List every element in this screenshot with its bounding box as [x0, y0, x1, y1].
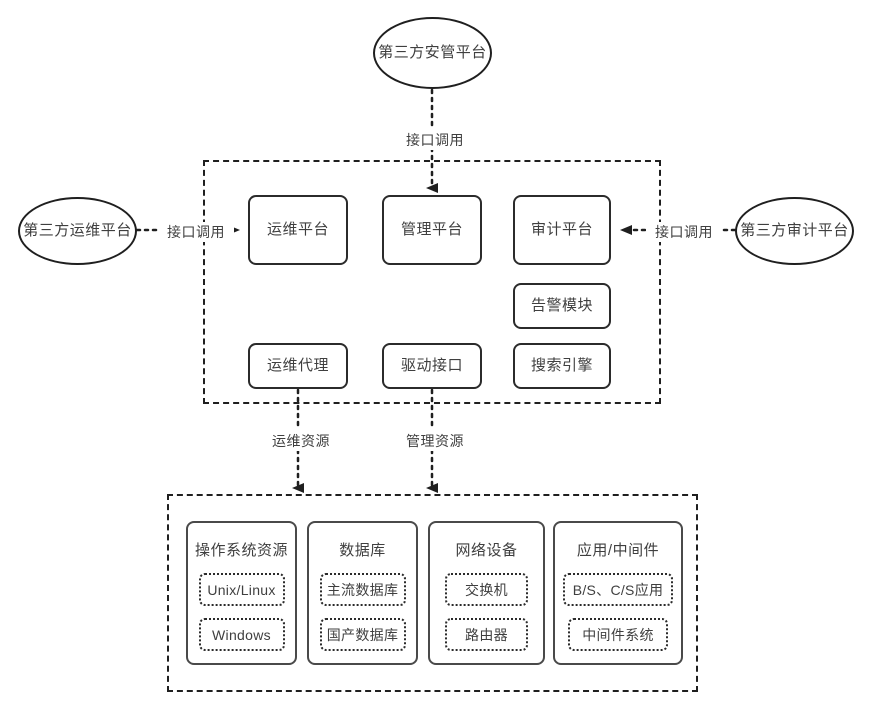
module-alarm[interactable]: 告警模块	[513, 283, 611, 329]
resource-zone-boundary	[167, 494, 698, 692]
module-label: 搜索引擎	[530, 357, 593, 374]
actor-third-party-ops-platform[interactable]: 第三方运维平台	[18, 197, 137, 265]
edge-label-left-to-ops: 接口调用	[158, 222, 234, 242]
module-label: 管理平台	[400, 221, 463, 238]
actor-third-party-audit-platform[interactable]: 第三方审计平台	[735, 197, 854, 265]
group-item[interactable]: 路由器	[445, 618, 528, 651]
module-ops-agent[interactable]: 运维代理	[248, 343, 348, 389]
group-title: 操作系统资源	[194, 542, 288, 559]
module-label: 审计平台	[530, 221, 593, 238]
actor-right-label: 第三方审计平台	[740, 222, 849, 239]
group-item[interactable]: B/S、C/S应用	[563, 573, 673, 606]
group-item[interactable]: 中间件系统	[568, 618, 668, 651]
module-label: 告警模块	[530, 297, 593, 314]
resource-group-os[interactable]: 操作系统资源 Unix/Linux Windows	[186, 521, 297, 665]
actor-top-label: 第三方安管平台	[378, 44, 487, 61]
edge-label-top-to-management: 接口调用	[392, 130, 478, 150]
module-label: 运维代理	[266, 357, 329, 374]
edge-label-right-to-audit: 接口调用	[646, 222, 722, 242]
group-title: 数据库	[339, 542, 386, 559]
resource-group-application-middleware[interactable]: 应用/中间件 B/S、C/S应用 中间件系统	[553, 521, 683, 665]
group-item[interactable]: 主流数据库	[319, 573, 406, 606]
group-item[interactable]: 交换机	[445, 573, 528, 606]
platform-zone-boundary	[203, 160, 661, 404]
actor-left-label: 第三方运维平台	[23, 222, 132, 239]
resource-group-network[interactable]: 网络设备 交换机 路由器	[428, 521, 545, 665]
module-management-platform[interactable]: 管理平台	[382, 195, 482, 265]
group-item[interactable]: 国产数据库	[319, 618, 406, 651]
module-search-engine[interactable]: 搜索引擎	[513, 343, 611, 389]
module-ops-platform[interactable]: 运维平台	[248, 195, 348, 265]
group-title: 网络设备	[455, 542, 518, 559]
edge-label-driver-to-resources: 管理资源	[392, 431, 478, 451]
actor-third-party-security-platform[interactable]: 第三方安管平台	[373, 17, 492, 89]
group-title: 应用/中间件	[576, 542, 660, 559]
module-label: 运维平台	[266, 221, 329, 238]
group-item[interactable]: Unix/Linux	[198, 573, 285, 606]
module-audit-platform[interactable]: 审计平台	[513, 195, 611, 265]
resource-group-database[interactable]: 数据库 主流数据库 国产数据库	[307, 521, 418, 665]
module-label: 驱动接口	[400, 357, 463, 374]
edge-label-agent-to-resources: 运维资源	[258, 431, 344, 451]
module-driver-interface[interactable]: 驱动接口	[382, 343, 482, 389]
group-item[interactable]: Windows	[198, 618, 285, 651]
